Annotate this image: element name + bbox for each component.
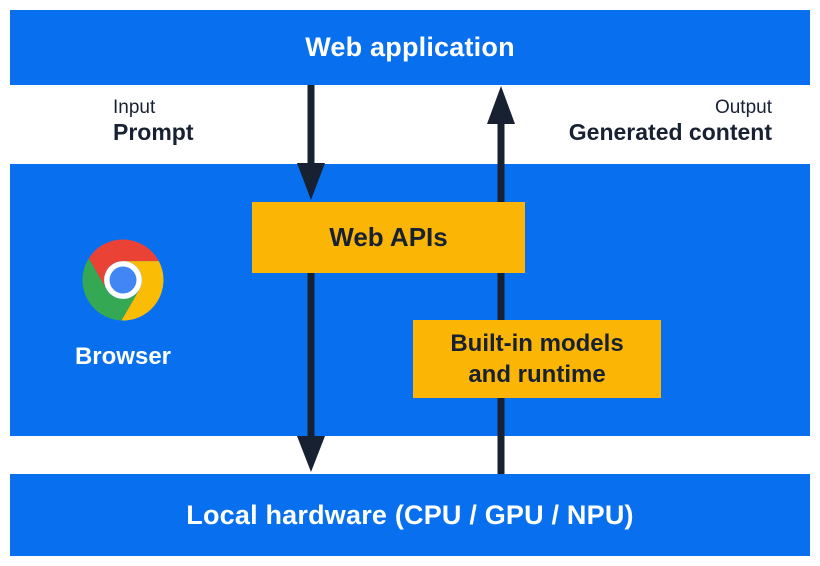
builtin-models-label-line1: Built-in models — [450, 330, 624, 357]
browser-label: Browser — [74, 343, 172, 370]
builtin-models-label-line2: and runtime — [468, 361, 606, 388]
web-apis-label: Web APIs — [329, 222, 448, 252]
local-hardware-bar: Local hardware (CPU / GPU / NPU) — [10, 474, 810, 556]
generated-content-label: Generated content — [568, 119, 772, 145]
chrome-red-segment — [88, 239, 159, 290]
local-hardware-label: Local hardware (CPU / GPU / NPU) — [186, 499, 634, 530]
chrome-browser-icon — [82, 239, 164, 321]
web-application-bar: Web application — [10, 10, 810, 85]
input-caption-group: Input Prompt — [113, 98, 194, 144]
chrome-green-segment — [82, 258, 140, 321]
generated-content-up-arrow-icon — [487, 86, 515, 474]
builtin-models-box: Built-in models and runtime — [413, 320, 661, 398]
output-caption-group: Output Generated content — [569, 98, 772, 144]
web-apis-box: Web APIs — [252, 202, 525, 273]
chrome-yellow-segment — [121, 261, 164, 321]
web-application-label: Web application — [305, 32, 515, 62]
chrome-blue-center — [109, 266, 137, 294]
prompt-down-arrow-icon — [297, 85, 325, 472]
output-caption: Output — [714, 97, 772, 118]
input-caption: Input — [113, 97, 156, 118]
prompt-label: Prompt — [113, 119, 194, 145]
